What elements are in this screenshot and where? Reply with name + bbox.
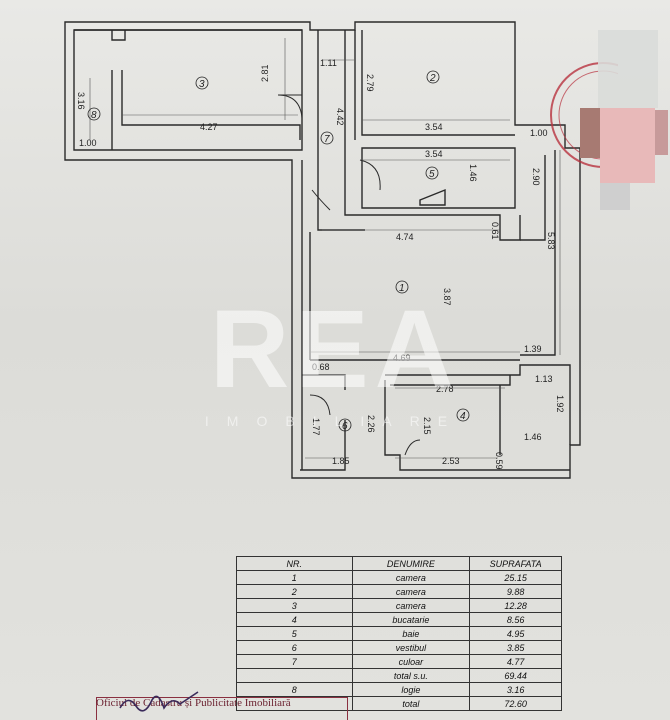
cell: baie [351, 626, 471, 641]
dim-2-81: 2.81 [260, 64, 270, 82]
dim-2-90: 2.90 [531, 168, 541, 186]
room-number-3: 3 [199, 79, 205, 90]
room-labels: 3 2 8 7 5 1 6 4 [87, 70, 470, 432]
cell: camera [351, 598, 471, 613]
dim-3-16: 3.16 [76, 92, 86, 110]
room-number-6: 6 [342, 421, 348, 432]
cell: 1 [236, 570, 353, 585]
cell: 6 [236, 640, 353, 655]
cell: 9.88 [469, 584, 562, 599]
cell: 3 [236, 598, 353, 613]
dim-3-87: 3.87 [442, 288, 452, 306]
cell: total [351, 696, 471, 711]
dim-2-78: 2.78 [436, 384, 454, 394]
signature-scribble [119, 691, 199, 712]
cell: 4.95 [469, 626, 562, 641]
dim-3-54-top: 3.54 [425, 122, 443, 132]
cell: 72.60 [469, 696, 562, 711]
cell: 3.85 [469, 640, 562, 655]
blurred-photo-overlay [580, 30, 668, 210]
dim-0-59: 0.59 [494, 452, 504, 470]
cell: camera [351, 570, 471, 585]
cell: 7 [236, 654, 353, 669]
header-nr: NR. [236, 556, 353, 571]
cell: logie [351, 682, 471, 697]
cell: 4.77 [469, 654, 562, 669]
cell: 5 [236, 626, 353, 641]
cell [236, 668, 353, 683]
dim-0-61: 0.61 [490, 222, 500, 240]
cell: culoar [351, 654, 471, 669]
dim-4-69: 4.69 [393, 353, 411, 363]
cell: 8 [236, 682, 353, 697]
cell: 3.16 [469, 682, 562, 697]
header-suprafata: SUPRAFATA [469, 556, 562, 571]
office-stamp-text: Oficiul de Cadastru și Publicitate Imobi… [96, 697, 291, 709]
dim-4-74: 4.74 [396, 232, 414, 242]
cell: 69.44 [469, 668, 562, 683]
room-number-4: 4 [460, 411, 466, 422]
office-stamp-frame [96, 697, 348, 720]
dim-1-46-kit: 1.46 [524, 432, 542, 442]
cell: 25.15 [469, 570, 562, 585]
walls [64, 21, 581, 479]
dim-2-15: 2.15 [422, 417, 432, 435]
dim-4-27: 4.27 [200, 122, 218, 132]
room-number-5: 5 [429, 169, 435, 180]
cell: camera [351, 584, 471, 599]
cell: vestibul [351, 640, 471, 655]
dim-1-77: 1.77 [311, 418, 321, 436]
dim-2-79: 2.79 [365, 74, 375, 92]
room-number-1: 1 [399, 283, 405, 294]
floor-plan: 3 2 8 7 5 1 6 4 3.16 1.00 4.27 2.81 1.11… [64, 21, 581, 479]
dim-1-00-right: 1.00 [530, 128, 548, 138]
doors [277, 94, 421, 456]
room-number-2: 2 [429, 73, 436, 84]
watermark-brand: REA [209, 288, 461, 411]
dim-1-85: 1.85 [332, 456, 350, 466]
room-number-7: 7 [324, 134, 330, 145]
dim-0-68: 0.68 [312, 362, 330, 372]
dim-1-39: 1.39 [524, 344, 542, 354]
dim-1-00-left: 1.00 [79, 138, 97, 148]
cell: bucatarie [351, 612, 471, 627]
cell: 12.28 [469, 598, 562, 613]
cell: 4 [236, 612, 353, 627]
dim-1-92: 1.92 [555, 395, 565, 413]
dim-1-13: 1.13 [535, 374, 553, 384]
dimension-lines [89, 38, 561, 459]
cell: total s.u. [351, 668, 471, 683]
dim-5-83: 5.83 [546, 232, 556, 250]
cell: 2 [236, 584, 353, 599]
dim-3-54-bath: 3.54 [425, 149, 443, 159]
dim-4-42: 4.42 [335, 108, 345, 126]
dim-2-53: 2.53 [442, 456, 460, 466]
dim-2-26: 2.26 [366, 415, 376, 433]
header-denumire: DENUMIRE [351, 556, 471, 571]
dim-1-11: 1.11 [320, 58, 337, 68]
table-row: total s.u.69.44 [236, 668, 562, 683]
watermark-logo: REA IMOBILIARE [200, 288, 470, 430]
room-number-8: 8 [91, 110, 97, 121]
dim-1-46-bath: 1.46 [468, 164, 478, 182]
watermark-subtitle: IMOBILIARE [204, 413, 466, 429]
dimension-labels: 3.16 1.00 4.27 2.81 1.11 4.42 2.79 3.54 … [76, 58, 565, 470]
cell: 8.56 [469, 612, 562, 627]
